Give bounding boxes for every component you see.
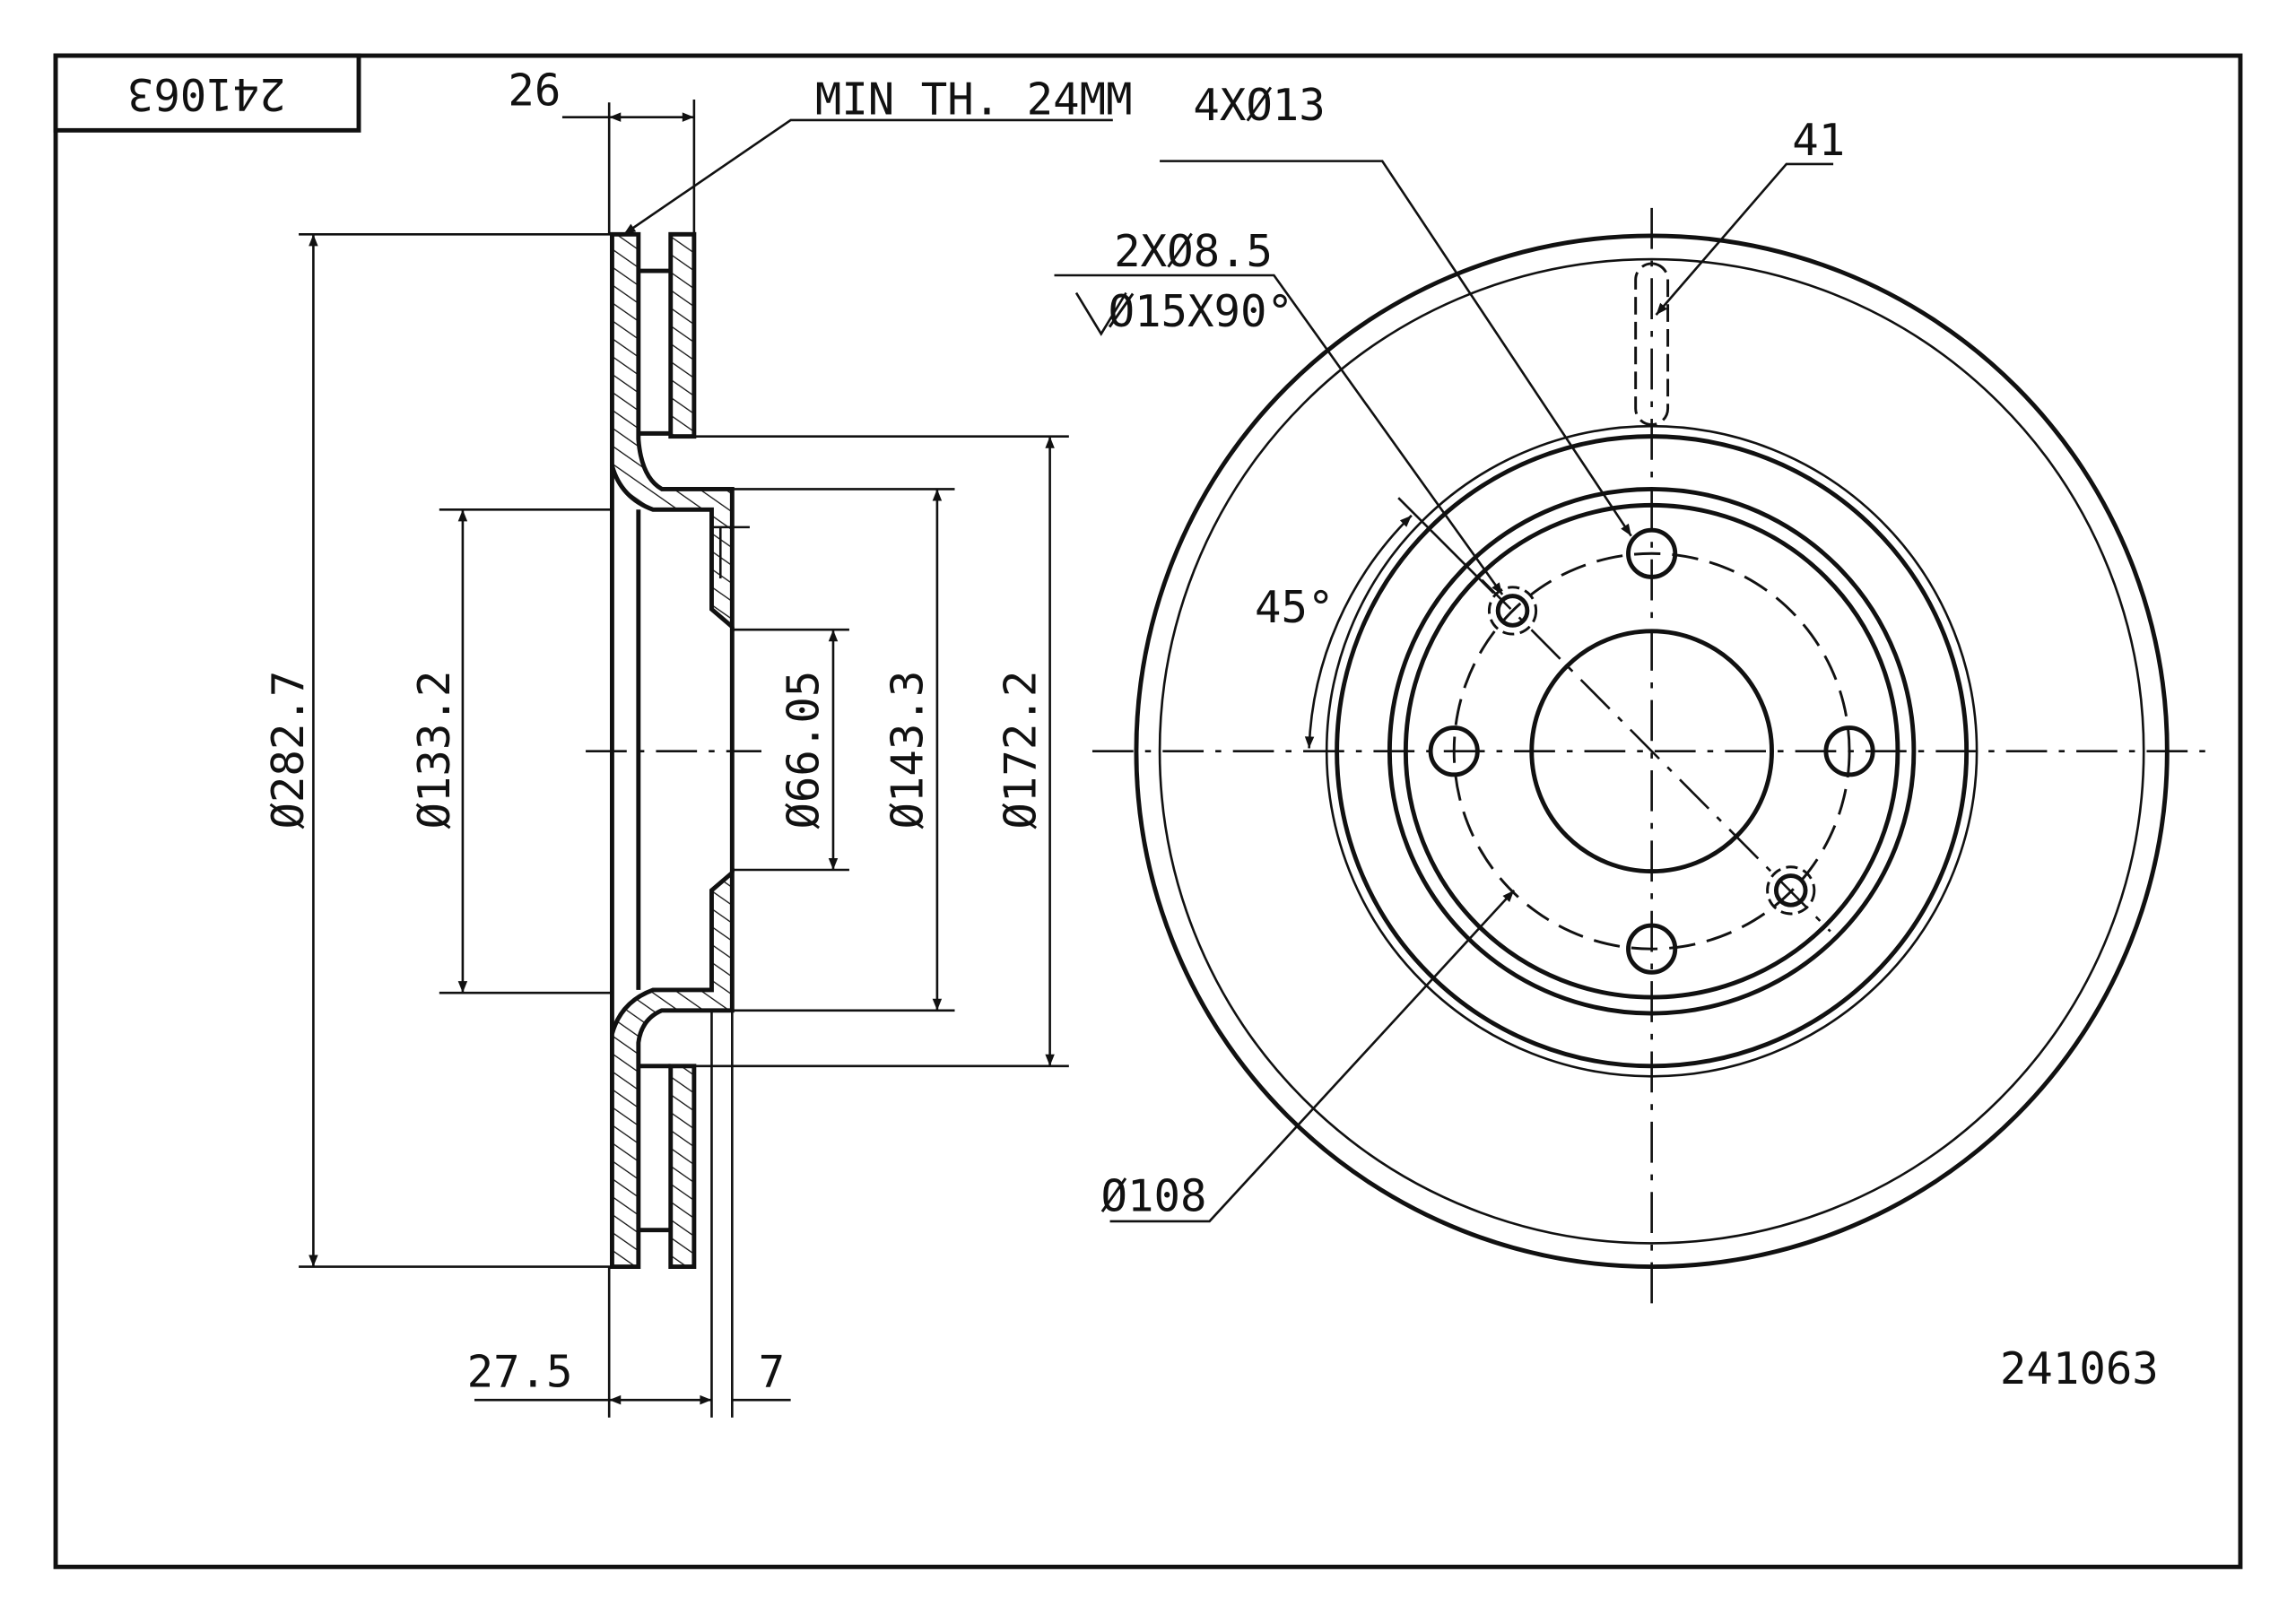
thickness-label: 26 (508, 65, 561, 117)
section-view (299, 100, 1113, 1418)
min-thickness-label: MIN TH. 24MM (815, 74, 1133, 125)
inboard-plate-bottom (668, 1064, 697, 1269)
outer-diameter-label: Ø282.7 (263, 671, 314, 829)
front-view (1054, 160, 2212, 1309)
hat-inner-diameter-label: Ø133.2 (409, 671, 460, 829)
part-number: 241063 (2000, 1343, 2159, 1394)
locating-holes-label: 2XØ8.5 (1114, 226, 1273, 277)
bolt-holes-label: 4XØ13 (1193, 80, 1325, 131)
slot-width-label: 41 (1792, 115, 1845, 166)
locating-hole (1773, 873, 1808, 908)
drawing-frame (53, 53, 2243, 1569)
angle-label: 45° (1255, 582, 1334, 633)
countersink-label: Ø15X90° (1109, 286, 1293, 337)
hub-thickness-label: 7 (759, 1346, 785, 1397)
center-bore-label: Ø66.05 (778, 671, 830, 829)
friction-inner-diameter-label: Ø172.2 (995, 671, 1046, 829)
title-block (53, 53, 361, 133)
mirrored-part-number: 241063 (127, 68, 286, 119)
offset-label: 27.5 (467, 1346, 573, 1397)
inboard-plate-top (668, 231, 697, 439)
locating-hole (1495, 594, 1530, 628)
outboard-plate-bottom (610, 867, 735, 1269)
hat-outer-diameter-label: Ø143.3 (883, 671, 934, 829)
pcd-label: Ø108 (1101, 1170, 1207, 1221)
